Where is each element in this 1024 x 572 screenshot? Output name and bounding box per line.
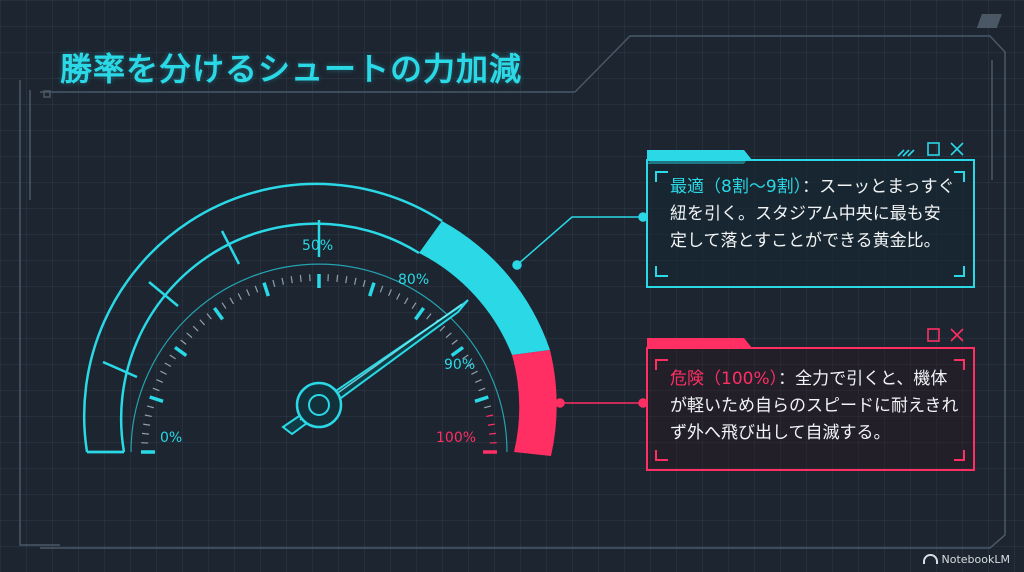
gauge-tick	[156, 379, 164, 383]
gauge-tick	[246, 289, 250, 297]
gauge-tick	[254, 285, 259, 293]
gauge-label-0: 0%	[160, 430, 183, 446]
gauge-tick	[290, 276, 293, 284]
notebooklm-icon	[922, 554, 938, 564]
gauge-tick	[466, 362, 474, 368]
danger-body: ：全力で引くと、機体が軽いため自らのスピードに耐えきれず外へ飛び出して自滅する。	[670, 369, 959, 443]
gauge-tick	[281, 277, 285, 285]
gauge-tick	[379, 285, 384, 293]
gauge-tick	[146, 405, 154, 409]
gauge-tick	[403, 297, 409, 305]
gauge-tick	[262, 282, 270, 297]
gauge-tick	[152, 387, 160, 392]
gauge-tick	[362, 279, 366, 287]
gauge-tick	[180, 339, 187, 345]
gauge-tick	[144, 414, 152, 418]
panel-icons-red	[927, 328, 964, 342]
gauge-tick	[484, 405, 492, 409]
gauge-tick	[396, 293, 401, 300]
gauge-label-50: 50%	[302, 238, 334, 254]
gauge-tick	[160, 370, 167, 375]
gauge-label-80: 80%	[398, 272, 430, 288]
gauge-tick	[478, 387, 486, 392]
gauge-tick	[199, 319, 206, 326]
optimal-panel	[646, 142, 975, 288]
gauge-tick	[272, 279, 276, 287]
gauge-tick	[237, 293, 242, 300]
gauge-tick	[451, 339, 458, 345]
gauge-tick	[173, 345, 188, 358]
danger-heading: 危険（100%）	[670, 369, 779, 389]
gauge-tick	[186, 332, 193, 339]
gauge-tick	[411, 302, 417, 309]
gauge-tick	[212, 306, 225, 321]
gauge-tick	[439, 325, 446, 332]
gauge-tick	[206, 313, 212, 320]
gauge-tick	[345, 276, 348, 284]
optimal-heading: 最適（8割〜9割）	[670, 177, 803, 197]
power-gauge	[82, 182, 557, 456]
panel-icons-cyan	[897, 142, 964, 157]
gauge-tick	[229, 297, 235, 305]
gauge-tick	[388, 289, 392, 297]
page-title: 勝率を分けるシュートの力加減	[60, 50, 523, 88]
gauge-tick	[353, 277, 357, 285]
gauge-tick	[192, 325, 199, 332]
gauge-tick	[474, 395, 489, 403]
gauge-label-90: 90%	[444, 357, 476, 373]
gauge-tick	[450, 345, 465, 358]
brand-label: NotebookLM	[941, 553, 1010, 566]
danger-panel	[646, 328, 975, 471]
gauge-tick	[221, 302, 227, 309]
gauge-tick	[336, 274, 339, 282]
gauge-tick	[471, 370, 478, 375]
gauge-tick	[486, 414, 494, 418]
gauge-tick	[164, 362, 172, 368]
gauge-tick	[462, 354, 469, 360]
gauge-tick	[445, 332, 452, 339]
optimal-description: 最適（8割〜9割）：スーッとまっすぐ紐を引く。スタジアム中央に最も安定して落とす…	[670, 174, 955, 255]
gauge-label-100: 100%	[436, 430, 477, 446]
gauge-tick	[143, 423, 151, 426]
danger-connector	[555, 398, 648, 408]
optimal-body: ：スーッとまっすぐ紐を引く。スタジアム中央に最も安定して落とすことができる黄金比…	[670, 177, 955, 251]
gauge-tick	[426, 313, 432, 320]
danger-description: 危険（100%）：全力で引くと、機体が軽いため自らのスピードに耐えきれず外へ飛び…	[670, 366, 960, 447]
gauge-tick	[489, 432, 497, 435]
gauge-tick	[169, 354, 176, 360]
gauge-tick	[368, 282, 376, 297]
brand-watermark: NotebookLM	[922, 553, 1010, 566]
gauge-tick	[299, 274, 302, 282]
gauge-tick	[149, 395, 164, 403]
gauge-tick	[474, 379, 482, 383]
gauge-tick	[141, 432, 149, 435]
gauge-tick	[487, 423, 495, 426]
gauge-tick	[413, 306, 426, 321]
optimal-connector	[512, 212, 648, 270]
gauge-needle	[281, 299, 469, 436]
